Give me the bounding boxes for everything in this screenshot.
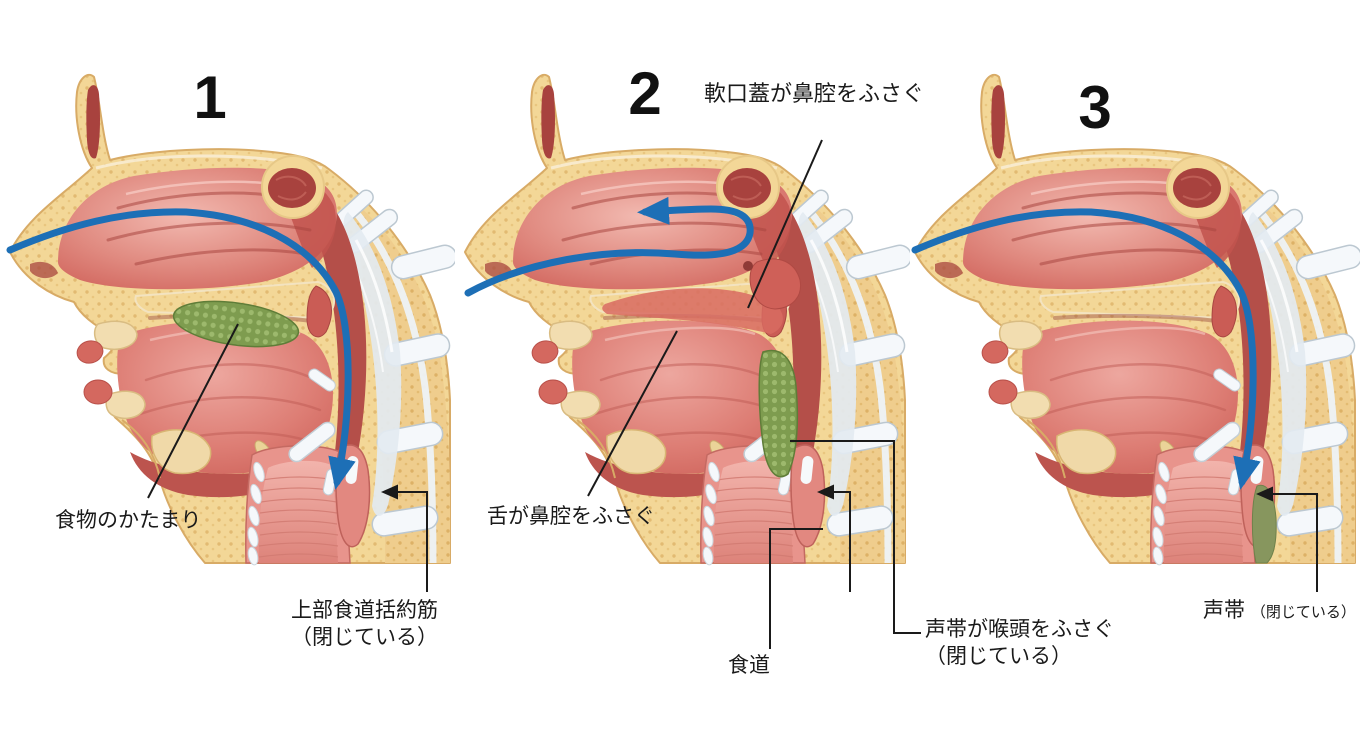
airflow-arrow	[6, 208, 356, 490]
label-soft-palate: 軟口蓋が鼻腔をふさぐ	[704, 81, 925, 106]
label-vocal-cords-text: 声帯	[1203, 599, 1245, 622]
label-line: （閉じている）	[291, 626, 438, 649]
label-line: 声帯が喉頭をふさぐ	[925, 618, 1114, 641]
airflow-arrow-blocked	[464, 196, 754, 297]
stage-number-1: 1	[193, 64, 227, 131]
label-upper-esophageal-sphincter: 上部食道括約筋 （閉じている）	[291, 597, 438, 651]
stage-number-2: 2	[628, 60, 662, 127]
airflow-arrow	[911, 208, 1261, 490]
label-esophagus: 食道	[728, 654, 770, 677]
label-tongue: 舌が鼻腔をふさぐ	[487, 505, 655, 528]
head-illustration-2	[455, 0, 910, 752]
stage-number-3: 3	[1078, 74, 1112, 141]
label-line: 上部食道括約筋	[291, 599, 438, 622]
nasopharynx-closure-dot	[743, 261, 753, 271]
label-food-bolus: 食物のかたまり	[55, 509, 202, 532]
food-bolus-in-pharynx	[758, 349, 799, 478]
label-vocal-cords-note: （閉じている）	[1250, 604, 1356, 621]
panel-stage-2	[455, 0, 910, 752]
label-vocal-cords: 声帯 （閉じている）	[1203, 597, 1356, 626]
label-vocal-cords-larynx: 声帯が喉頭をふさぐ （閉じている）	[925, 616, 1114, 670]
raised-tongue	[602, 288, 783, 334]
label-line: （閉じている）	[925, 645, 1072, 668]
